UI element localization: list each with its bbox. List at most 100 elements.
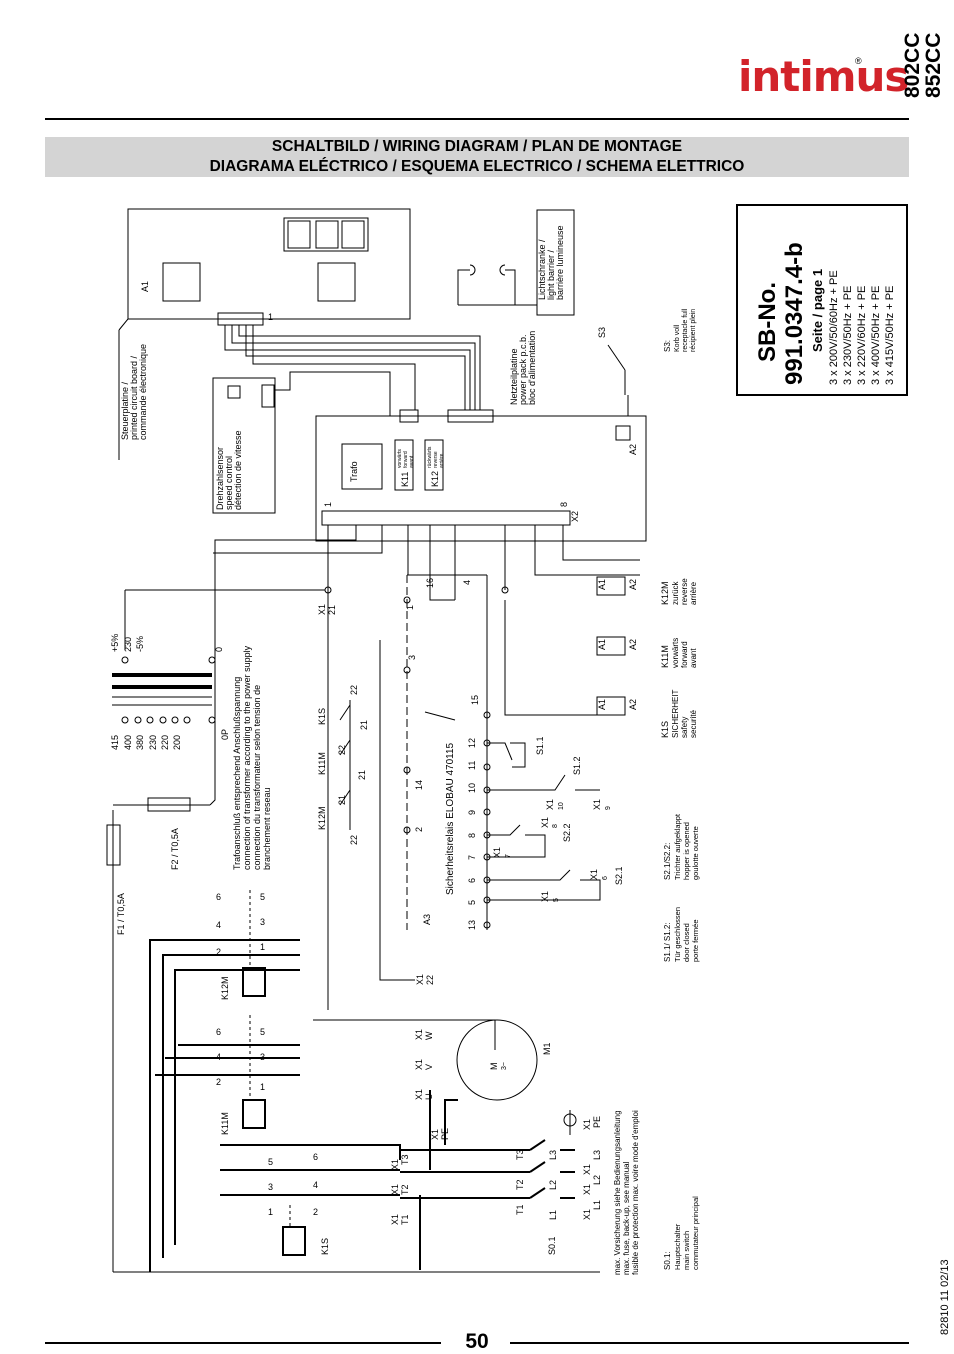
relay-term-1: 1 [405, 605, 415, 610]
label-dreh-2: speed control [224, 456, 234, 510]
tap-415: 415 [110, 735, 120, 750]
motor-term-v: V [424, 1064, 434, 1070]
label-x2-1: 1 [323, 502, 333, 507]
label-x2: X2 [570, 511, 580, 522]
s11-desc-4: porte fermée [691, 919, 700, 962]
trafo-note-3: connection du transformateur selon tensi… [252, 685, 262, 870]
x1-7-b: 7 [505, 854, 512, 858]
relay-term-2: 2 [414, 827, 424, 832]
s22-desc-1: S2.1/S2.2: [663, 843, 672, 880]
label-steuer-2: printed circuit board / [129, 355, 139, 440]
control-board-a1 [127, 208, 411, 320]
k12m-contact-4: 4 [216, 920, 221, 930]
s22-desc-3: hopper is opened [682, 822, 691, 880]
x1-21-a: X1 [317, 604, 327, 615]
voltage-1: 3 x 200V/50/60Hz + PE [828, 270, 840, 385]
label-trafo: Trafo [349, 461, 359, 482]
relay-term-4: 4 [462, 580, 472, 585]
x1-8-b: 8 [552, 824, 559, 828]
main-l2: L2 [592, 1175, 602, 1185]
s01-l1: L1 [548, 1210, 558, 1220]
k11m-desc-4: avant [689, 648, 698, 668]
s01-t2: T2 [515, 1179, 525, 1190]
label-netz-1: Netzteilplatine [509, 348, 519, 405]
k12m-contact-2: 2 [216, 947, 221, 957]
tap-minus5: -5% [135, 636, 145, 652]
k11m-contact-1: 1 [260, 1082, 265, 1092]
k1s-coil-a2: A2 [628, 699, 638, 710]
k1s-out-x1-3: X1 [390, 1159, 400, 1170]
label-k11-small-1: vorwärts [397, 449, 403, 468]
motor-m1: M1 [542, 1042, 552, 1055]
aux-k12m-22: 22 [349, 835, 359, 845]
fuse-note-3: fusible de protection max. voire mode d'… [631, 1110, 640, 1275]
motor-3phase: 3~ [501, 1062, 508, 1070]
motor-x1-u: X1 [414, 1089, 424, 1100]
label-steuer-1: Steuerplatine / [120, 381, 130, 440]
k1s-desc-3: safety [680, 717, 689, 738]
k1s-out-x1-2: X1 [390, 1184, 400, 1195]
label-s21: S2.1 [614, 866, 624, 885]
k1s-out-t3: T3 [400, 1154, 410, 1165]
s01-desc-2: Hauptschalter [673, 1223, 682, 1270]
relay-term-12: 12 [467, 738, 477, 748]
k11m-contact-5: 5 [260, 1027, 265, 1037]
s3-desc-2: Korb voll [674, 324, 681, 352]
tap-230: 230 [148, 735, 158, 750]
footer-rule-right [510, 1342, 909, 1344]
k12m-contact-1: 1 [260, 942, 265, 952]
motor-term-w: W [424, 1031, 434, 1040]
s01-desc-1: S0.1: [663, 1251, 672, 1270]
label-f1: F1 / T0,5A [116, 893, 126, 935]
tap-0p: 0P [220, 729, 230, 740]
relay-term-8: 8 [467, 833, 477, 838]
title-banner: SCHALTBILD / WIRING DIAGRAM / PLAN DE MO… [45, 137, 909, 177]
coil-k12m: K12M [220, 976, 230, 1000]
sb-page: Seite / page 1 [810, 269, 825, 352]
tap-200: 200 [172, 735, 182, 750]
k1s-desc-1: K1S [660, 721, 670, 738]
x1-10-b: 10 [558, 802, 565, 810]
voltage-4: 3 x 400V/50Hz + PE [870, 286, 882, 385]
motor-term-u: U [424, 1094, 434, 1101]
fuse-note-2: max. fuse, back-up, see manual [622, 1161, 631, 1275]
label-k11-small-2: forward [403, 451, 409, 468]
main-l3: L3 [592, 1150, 602, 1160]
label-s11: S1.1 [535, 736, 545, 755]
s11-desc-2: Tür geschlossen [673, 907, 682, 962]
header-rule [45, 118, 909, 120]
main-l1: L1 [592, 1200, 602, 1210]
k11m-contact-4: 4 [216, 1052, 221, 1062]
title-line-2: DIAGRAMA ELÉCTRICO / ESQUEMA ELECTRICO /… [209, 158, 745, 175]
aux-k12m-21: 21 [337, 795, 347, 805]
k1s-contact-5: 5 [268, 1157, 273, 1167]
k1s-contact-4: 4 [313, 1180, 318, 1190]
x1-7-a: X1 [492, 847, 502, 858]
trafo-note-1: Trafoanschluß entsprechend Anschlußspann… [232, 677, 242, 870]
k11m-contact-2: 2 [216, 1077, 221, 1087]
x1-22-b: 22 [425, 975, 435, 985]
s01-desc-3: main switch [682, 1231, 691, 1270]
motor-x1-w: X1 [414, 1029, 424, 1040]
label-k12-small-1: rückwärts [427, 446, 433, 468]
k1s-coil-a1: A1 [597, 699, 607, 710]
label-netz-3: bloc d'alimentation [527, 331, 537, 405]
s3-desc-4: récipient plein [690, 309, 697, 352]
k11m-contact-6: 6 [216, 1027, 221, 1037]
s22-desc-4: goulotte ouverte [691, 826, 700, 880]
main-x1-l2: X1 [582, 1184, 592, 1195]
tap-230-sec: 230 [123, 637, 133, 652]
k12m-desc-4: arrière [689, 581, 698, 605]
motor-x1-v: X1 [414, 1059, 424, 1070]
aux-k1s-21: 21 [359, 720, 369, 730]
k12m-desc-2: zurück [671, 580, 680, 605]
relay-term-7: 7 [467, 855, 477, 860]
document-number: 82810 11 02/13 [939, 1259, 951, 1335]
main-x1-l3: X1 [582, 1164, 592, 1175]
tap-380: 380 [135, 735, 145, 750]
label-a1: A1 [140, 281, 150, 292]
s11-desc-1: S1.1/ S1.2: [663, 922, 672, 962]
motor-x1-pe: X1 [430, 1129, 440, 1140]
relay-term-6: 6 [467, 878, 477, 883]
